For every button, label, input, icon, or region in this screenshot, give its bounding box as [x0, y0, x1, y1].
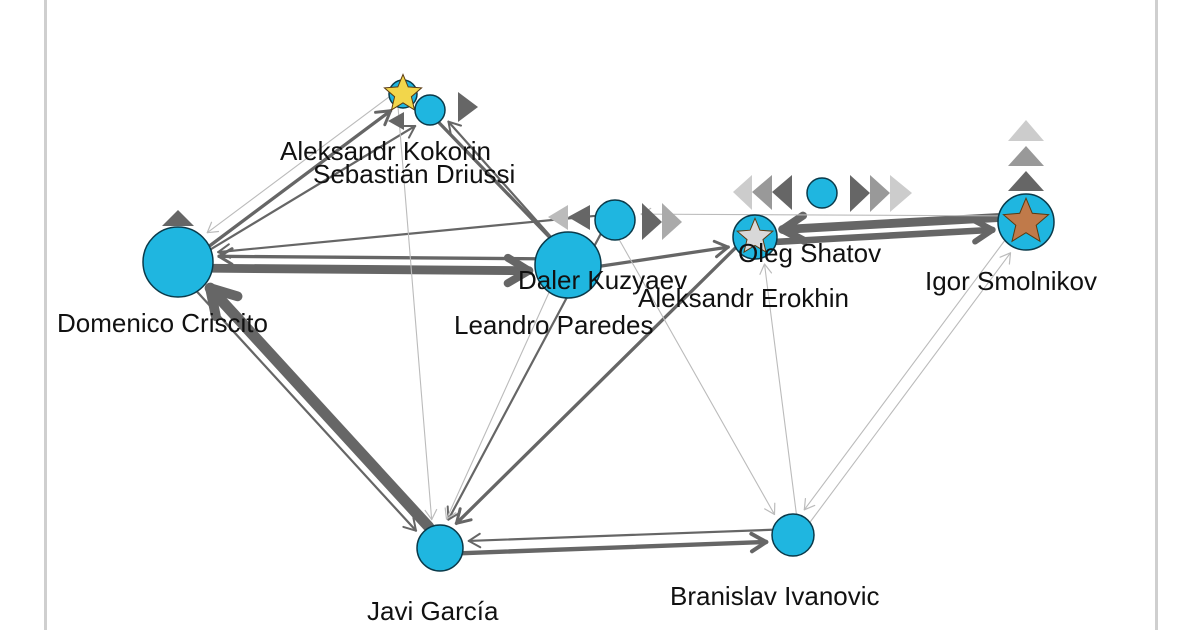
triangle-marker — [642, 203, 662, 240]
triangle-marker — [662, 203, 682, 240]
node-label-erokhin: Aleksandr Erokhin — [638, 283, 849, 313]
edges-layer — [196, 97, 1012, 556]
arrowhead-icon — [424, 508, 438, 521]
edge-smolnikov-to-ivanovic — [803, 240, 1006, 511]
frame-left-border — [44, 0, 47, 630]
node-garcia[interactable] — [416, 524, 464, 572]
node-kokorin[interactable] — [383, 73, 423, 111]
arrowhead-icon — [749, 531, 769, 554]
arrowhead-icon — [444, 507, 457, 520]
node-label-kokorin: Aleksandr Kokorin — [280, 136, 491, 166]
edge-garcia-to-criscito — [204, 282, 435, 533]
edge-kokorin-to-criscito — [206, 97, 389, 234]
node-paredes[interactable] — [534, 231, 602, 299]
arrowhead-icon — [400, 124, 417, 139]
triangle-marker — [870, 175, 890, 212]
arrowhead-icon — [374, 109, 393, 127]
frame-right-border — [1155, 0, 1158, 630]
edge-paredes-to-shatov — [599, 239, 730, 268]
node-label-smolnikov: Igor Smolnikov — [925, 266, 1097, 296]
arrowhead-icon — [402, 516, 417, 532]
triangle-marker — [568, 205, 590, 230]
triangle-marker — [890, 175, 912, 212]
node-criscito[interactable] — [142, 226, 214, 298]
arrowhead-icon — [778, 211, 809, 245]
edge-paredes-to-garcia — [444, 292, 550, 520]
node-shatov[interactable] — [732, 214, 778, 260]
edge-paredes-to-criscito — [217, 247, 537, 266]
markers-layer — [162, 92, 1044, 240]
node-kuzyaev[interactable] — [594, 199, 636, 241]
arrowhead-icon — [446, 505, 461, 521]
triangle-marker — [548, 205, 568, 230]
node-ivanovic[interactable] — [771, 513, 815, 557]
triangle-marker — [388, 112, 404, 130]
triangle-marker — [1008, 120, 1044, 141]
node-label-shatov: Oleg Shatov — [738, 238, 881, 268]
bronze-star-icon — [1002, 196, 1050, 243]
edge-criscito-to-garcia — [196, 290, 418, 532]
arrowhead-icon — [764, 502, 776, 516]
node-label-driussi: Sebastián Driussi — [313, 159, 515, 189]
node-label-kuzyaev: Daler Kuzyaev — [518, 265, 687, 295]
node-driussi[interactable] — [414, 94, 446, 126]
triangle-marker — [752, 175, 772, 210]
node-erokhin[interactable] — [806, 177, 838, 209]
edge-shatov-to-garcia — [454, 246, 737, 526]
edge-criscito-to-kokorin — [207, 109, 393, 248]
edge-kuzyaev-to-criscito — [217, 214, 596, 259]
arrowhead-icon — [803, 497, 816, 511]
nodes-layer — [142, 73, 1055, 572]
triangle-marker — [1008, 146, 1044, 166]
triangle-marker — [772, 175, 792, 210]
triangle-marker — [733, 175, 752, 210]
arrowhead-icon — [447, 120, 463, 136]
edge-criscito-to-paredes — [208, 253, 534, 288]
edge-kuzyaev-to-ivanovic — [619, 239, 776, 516]
silver-star-icon — [735, 216, 775, 254]
node-smolnikov[interactable] — [997, 193, 1055, 251]
arrowhead-icon — [712, 239, 730, 259]
edge-ivanovic-to-garcia — [467, 528, 773, 549]
edge-ivanovic-to-smolnikov — [809, 252, 1012, 523]
triangle-marker — [850, 175, 870, 212]
arrowhead-icon — [206, 221, 220, 234]
node-label-ivanovic: Branislav Ivanovic — [670, 581, 880, 611]
arrowhead-icon — [467, 532, 482, 549]
gold-star-icon — [383, 73, 423, 111]
node-label-paredes: Leandro Paredes — [454, 310, 653, 340]
arrowhead-icon — [999, 252, 1012, 265]
triangle-marker — [1008, 171, 1044, 191]
edge-paredes-to-driussi — [447, 120, 552, 238]
arrowhead-icon — [205, 283, 243, 322]
arrowhead-icon — [970, 217, 996, 245]
edge-garcia-to-ivanovic — [461, 531, 769, 556]
edge-criscito-to-driussi — [209, 124, 417, 251]
node-label-criscito: Domenico Criscito — [57, 308, 268, 338]
edge-smolnikov-to-shatov — [778, 211, 1003, 245]
edge-kokorin-to-garcia — [397, 107, 438, 521]
edge-ivanovic-to-shatov — [759, 263, 797, 514]
triangle-marker — [162, 210, 194, 226]
arrowhead-icon — [503, 253, 533, 288]
node-label-garcia: Javi García — [367, 596, 499, 626]
arrowhead-icon — [217, 243, 232, 259]
triangle-marker — [458, 92, 478, 122]
arrowhead-icon — [759, 263, 773, 275]
arrowhead-icon — [454, 507, 473, 525]
edge-shatov-to-smolnikov — [773, 217, 996, 246]
